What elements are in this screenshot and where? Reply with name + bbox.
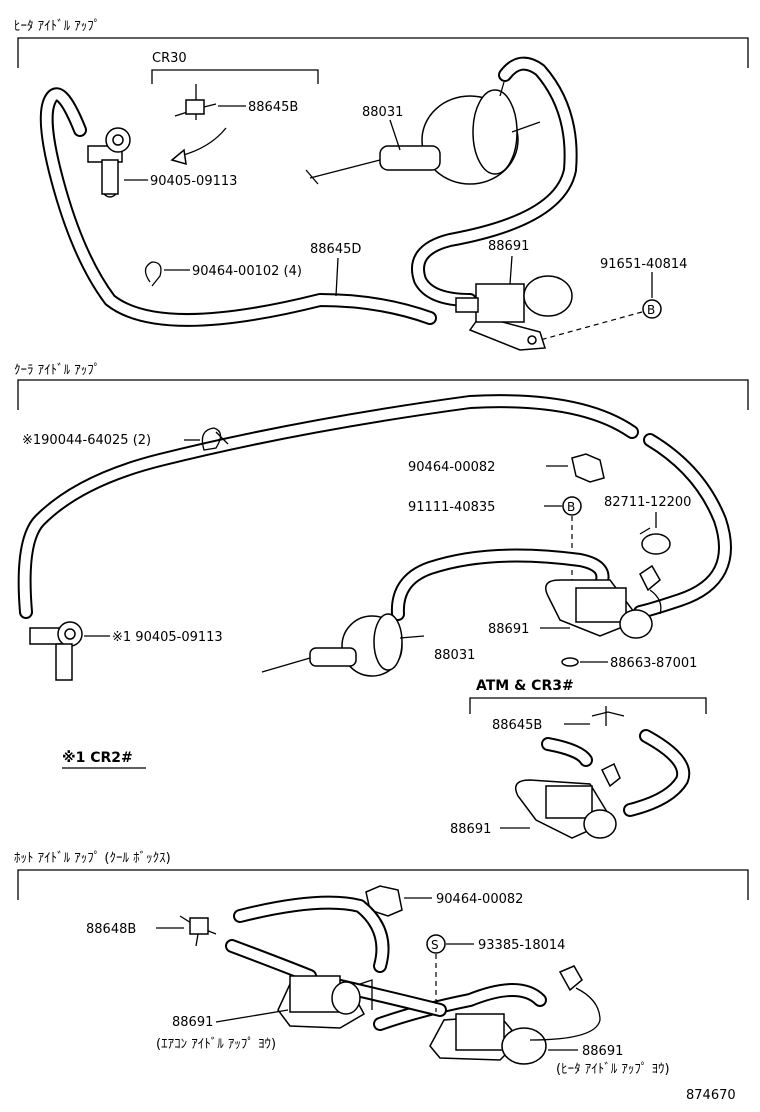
cr30-bracket bbox=[151, 69, 319, 84]
vsv-valve-icon bbox=[277, 975, 373, 1029]
dash-b-line bbox=[539, 311, 643, 341]
tee-connector-icon bbox=[174, 84, 217, 120]
label-88691: 88691 bbox=[488, 239, 529, 254]
vacuum-connector-icon bbox=[87, 127, 131, 198]
arrow-head-icon bbox=[170, 148, 187, 166]
label-82711-12200: 82711-12200 bbox=[604, 495, 691, 510]
leader-88031 bbox=[389, 119, 401, 151]
leader-88691 bbox=[509, 255, 513, 285]
hose-clip-icon bbox=[144, 261, 162, 287]
label-88691-c: 88691 bbox=[450, 822, 491, 837]
screw-mark-s-icon bbox=[426, 934, 446, 954]
clip-icon bbox=[571, 453, 605, 483]
vacuum-connector-icon bbox=[29, 621, 83, 681]
label-90464-00082-a: 90464-00082 bbox=[408, 460, 495, 475]
label-88648B: 88648B bbox=[86, 922, 136, 937]
label-88691-d-sub: (ｴｱｺﾝ ｱｲﾄﾞﾙ ｱｯﾌﾟ ﾖｳ) bbox=[156, 1037, 276, 1052]
vsv-valve-icon bbox=[429, 965, 601, 1065]
vsv-valve-icon bbox=[455, 275, 573, 351]
section-1-title: ﾋｰﾀ ｱｲﾄﾞﾙ ｱｯﾌﾟ bbox=[14, 19, 100, 34]
vsv-valve-icon bbox=[515, 762, 621, 839]
label-88663-87001: 88663-87001 bbox=[610, 656, 697, 671]
label-90464-00102: 90464-00102 (4) bbox=[192, 264, 302, 279]
leader-88645D bbox=[335, 257, 339, 297]
band-clamp-icon bbox=[641, 533, 671, 555]
bolt-mark-b-icon bbox=[642, 299, 662, 319]
arrow-curve bbox=[179, 127, 227, 157]
label-190044-64025: ※190044-64025 (2) bbox=[22, 433, 151, 448]
mark-s: S bbox=[431, 938, 439, 952]
section-hot-idle-up: ﾎｯﾄ ｱｲﾄﾞﾙ ｱｯﾌﾟ (ｸｰﾙ ﾎﾞｯｸｽ) 90464-00082 8… bbox=[14, 851, 749, 1103]
label-90405-09113-b: ※1 90405-09113 bbox=[112, 630, 223, 645]
label-88031: 88031 bbox=[362, 105, 403, 120]
section-cooler-idle-up: ｸｰﾗ ｱｲﾄﾞﾙ ｱｯﾌﾟ ※190044-64025 (2) 90464-0… bbox=[14, 363, 749, 839]
section-heater-idle-up: ﾋｰﾀ ｱｲﾄﾞﾙ ｱｯﾌﾟ CR30 88645B 90405-09113 bbox=[14, 19, 749, 351]
label-91651-40814: 91651-40814 bbox=[600, 257, 687, 272]
label-88645D: 88645D bbox=[310, 242, 361, 257]
atm-bracket bbox=[469, 697, 707, 714]
label-cr30: CR30 bbox=[152, 51, 187, 66]
label-88645B-b: 88645B bbox=[492, 718, 542, 733]
label-88691-e-sub: (ﾋｰﾀ ｱｲﾄﾞﾙ ｱｯﾌﾟ ﾖｳ) bbox=[556, 1062, 670, 1077]
section-3-bracket bbox=[17, 869, 749, 900]
label-90405-09113: 90405-09113 bbox=[150, 174, 237, 189]
mark-b: B bbox=[647, 303, 655, 317]
section-1-bracket bbox=[17, 37, 749, 68]
label-88691-e: 88691 bbox=[582, 1044, 623, 1059]
clamp-icon bbox=[201, 427, 222, 451]
washer-icon bbox=[561, 657, 579, 667]
section-3-title: ﾎｯﾄ ｱｲﾄﾞﾙ ｱｯﾌﾟ (ｸｰﾙ ﾎﾞｯｸｽ) bbox=[14, 851, 171, 866]
label-atm-cr3: ATM & CR3# bbox=[476, 678, 574, 694]
label-88645B: 88645B bbox=[248, 100, 298, 115]
vacuum-actuator-icon bbox=[305, 81, 541, 185]
bolt-mark-b-icon bbox=[562, 496, 582, 516]
vsv-valve-icon bbox=[545, 564, 662, 639]
label-88031-b: 88031 bbox=[434, 648, 475, 663]
figure-number: 874670 bbox=[686, 1088, 736, 1103]
mark-b-2: B bbox=[567, 500, 575, 514]
leader-88691d bbox=[215, 1009, 289, 1023]
vacuum-actuator-icon bbox=[261, 613, 425, 677]
label-88691-d: 88691 bbox=[172, 1015, 213, 1030]
section-2-title: ｸｰﾗ ｱｲﾄﾞﾙ ｱｯﾌﾟ bbox=[14, 363, 100, 378]
note-cr2: ※1 CR2# bbox=[62, 750, 133, 766]
label-88691-b: 88691 bbox=[488, 622, 529, 637]
label-90464-00082-b: 90464-00082 bbox=[436, 892, 523, 907]
label-91111-40835: 91111-40835 bbox=[408, 500, 495, 515]
tee-connector-icon bbox=[591, 711, 625, 717]
section-2-bracket bbox=[17, 379, 749, 410]
label-93385-18014: 93385-18014 bbox=[478, 938, 565, 953]
